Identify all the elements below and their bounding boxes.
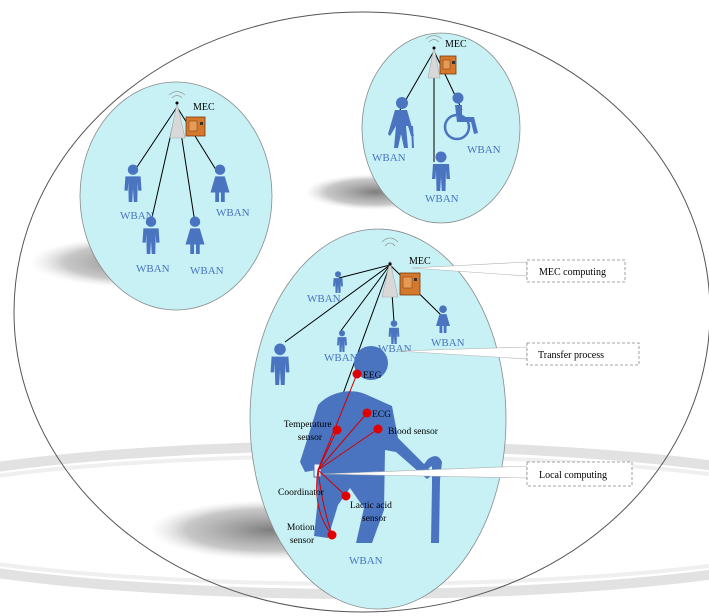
lactic-acid-label-line1: Lactic acid [350,501,392,511]
wban-label: WBAN [378,343,412,355]
blood-sensor-dot [373,424,383,434]
callout-local-computing: Local computing [526,461,633,487]
main-wban-cell: MEC WBAN WBAN WBAN WBAN WBAN [249,228,507,610]
callout-transfer-text: Transfer process [538,350,604,361]
temperature-label-line2: sensor [298,433,323,443]
callout-mec-computing: MEC computing [526,259,626,283]
callout-mec-computing-text: MEC computing [539,267,606,278]
temperature-sensor-dot [332,425,342,435]
lactic-acid-label-line2: sensor [362,514,387,524]
antenna-tower-icon [381,237,399,298]
wban-label: WBAN [307,293,341,305]
top-wban-cell: MEC WBAN WBAN WBAN [361,32,521,224]
eeg-sensor-dot [352,369,362,379]
top-cell-area [361,32,521,224]
wban-label: WBAN [216,207,250,219]
temperature-label-line1: Temperature [284,420,332,430]
sensor-links [316,373,379,536]
left-wban-cell: MEC WBAN WBAN WBAN WBAN [79,81,273,311]
mec-server-icon [399,272,421,296]
wban-label: WBAN [324,352,358,364]
lactic-acid-sensor-dot [341,491,351,501]
outer-network-boundary [13,11,709,613]
wban-label: WBAN [431,337,465,349]
mec-label: MEC [409,256,431,267]
mec-label: MEC [445,39,467,50]
coordinator-label: Coordinator [278,488,325,498]
wban-label: WBAN [372,152,406,164]
wban-label: WBAN [425,193,459,205]
motion-sensor-label: Motion sensor [287,523,317,546]
wheelchair-user-icon [443,92,478,141]
motion-sensor-dot [327,530,337,540]
eeg-label: EEG [363,371,382,381]
ecg-sensor-dot [362,408,372,418]
blood-sensor-label: Blood sensor [388,427,439,437]
mec-server-icon [439,55,457,75]
big-wban-label: WBAN [349,555,383,567]
antenna-tower-icon [425,35,443,79]
motion-sensor-label-line2: sensor [290,536,315,546]
left-cell-area [79,81,273,311]
elderly-person-with-cane-icon [388,97,414,149]
mec-server-icon [185,116,206,137]
wban-label: WBAN [136,263,170,275]
wban-label: WBAN [120,210,154,222]
lactic-acid-label: Lactic acid sensor [350,501,394,524]
temperature-label: Temperature sensor [284,420,334,443]
motion-sensor-label-line1: Motion [287,523,315,533]
wban-label: WBAN [467,144,501,156]
callout-local-text: Local computing [539,470,607,481]
sensor-nodes [327,369,383,540]
mec-label: MEC [193,102,215,113]
wban-label: WBAN [190,265,224,277]
antenna-tower-icon [168,91,186,139]
callout-transfer-process: Transfer process [526,342,640,366]
ecg-label: ECG [372,410,391,420]
